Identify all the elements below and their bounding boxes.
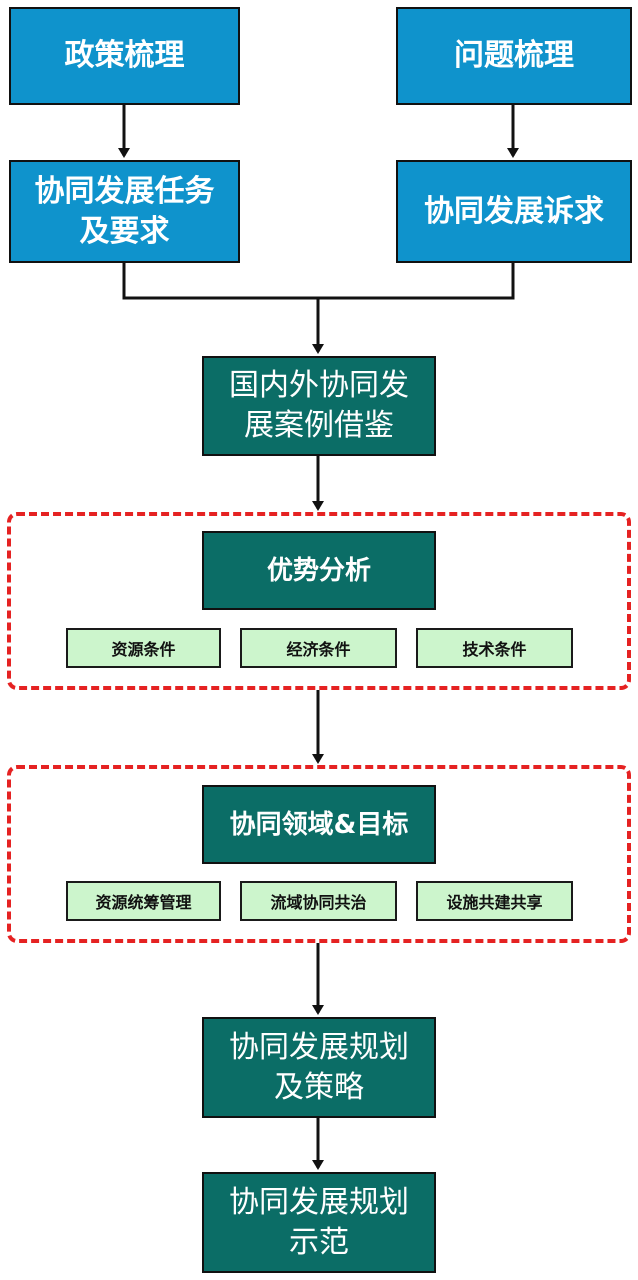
policy-review-box: 政策梳理 <box>9 7 240 105</box>
technical-conditions-box: 技术条件 <box>416 628 573 668</box>
resource-conditions-box: 资源条件 <box>66 628 221 668</box>
problem-review-box: 问题梳理 <box>396 7 632 105</box>
tasks-requirements-box: 协同发展任务 及要求 <box>9 160 240 263</box>
planning-demo-box: 协同发展规划 示范 <box>202 1172 436 1273</box>
facility-sharing-box: 设施共建共享 <box>416 881 573 921</box>
advantage-analysis-box: 优势分析 <box>202 531 436 610</box>
case-reference-box: 国内外协同发 展案例借鉴 <box>202 356 436 456</box>
domains-targets-box: 协同领域&目标 <box>202 785 436 864</box>
planning-strategy-box: 协同发展规划 及策略 <box>202 1017 436 1118</box>
resource-coordination-box: 资源统筹管理 <box>66 881 221 921</box>
advantage-group <box>7 512 631 690</box>
merge-line <box>122 263 515 300</box>
development-demands-box: 协同发展诉求 <box>396 160 632 263</box>
economic-conditions-box: 经济条件 <box>240 628 397 668</box>
domains-group <box>7 765 631 943</box>
watershed-governance-box: 流域协同共治 <box>240 881 397 921</box>
